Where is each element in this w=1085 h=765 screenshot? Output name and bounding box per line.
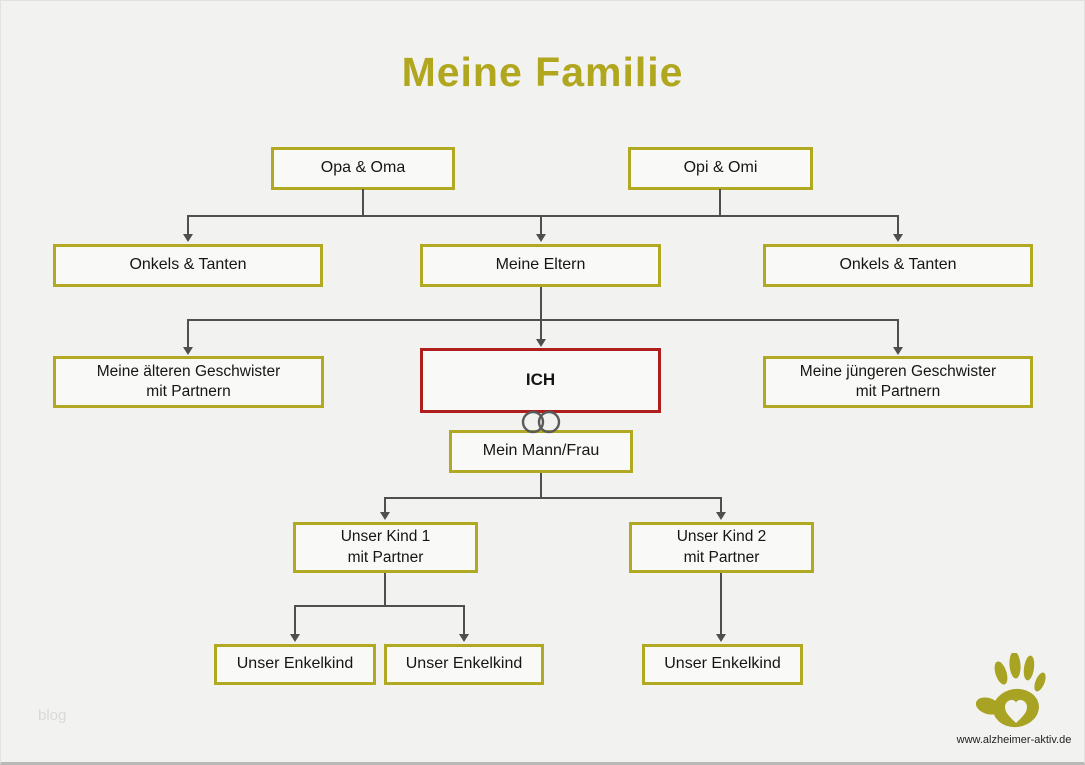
arrow-down-icon bbox=[893, 347, 903, 355]
connector bbox=[362, 189, 364, 217]
blog-watermark: blog bbox=[38, 707, 67, 724]
website-url: www.alzheimer-aktiv.de bbox=[956, 734, 1072, 746]
arrow-down-icon bbox=[380, 512, 390, 520]
node-opa-oma: Opa & Oma bbox=[271, 147, 455, 190]
page-title: Meine Familie bbox=[401, 49, 684, 95]
node-juengere-geschwister: Meine jüngeren Geschwister mit Partnern bbox=[763, 356, 1033, 408]
arrow-down-icon bbox=[290, 634, 300, 642]
arrow-down-icon bbox=[716, 512, 726, 520]
connector bbox=[540, 287, 542, 339]
connector bbox=[463, 607, 465, 634]
connector bbox=[294, 607, 296, 634]
connector bbox=[719, 189, 721, 217]
arrow-down-icon bbox=[459, 634, 469, 642]
connector bbox=[384, 573, 386, 607]
node-mann-frau: Mein Mann/Frau bbox=[449, 430, 633, 473]
node-opi-omi: Opi & Omi bbox=[628, 147, 813, 190]
node-enkelkind3: Unser Enkelkind bbox=[642, 644, 803, 685]
node-ich: ICH bbox=[420, 348, 661, 413]
connector bbox=[540, 217, 542, 234]
connector bbox=[540, 473, 542, 499]
wedding-rings-icon bbox=[521, 410, 561, 434]
arrow-down-icon bbox=[183, 347, 193, 355]
node-meine-eltern: Meine Eltern bbox=[420, 244, 661, 287]
connector bbox=[187, 217, 189, 234]
connector bbox=[897, 217, 899, 234]
connector bbox=[384, 497, 722, 499]
connector bbox=[384, 499, 386, 512]
connector bbox=[187, 215, 899, 217]
connector bbox=[720, 573, 722, 634]
node-kind2: Unser Kind 2 mit Partner bbox=[629, 522, 814, 573]
arrow-down-icon bbox=[536, 234, 546, 242]
node-enkelkind1: Unser Enkelkind bbox=[214, 644, 376, 685]
connector bbox=[294, 605, 465, 607]
arrow-down-icon bbox=[536, 339, 546, 347]
connector bbox=[720, 499, 722, 512]
connector bbox=[187, 319, 899, 321]
node-onkels-tanten-left: Onkels & Tanten bbox=[53, 244, 323, 287]
node-kind1: Unser Kind 1 mit Partner bbox=[293, 522, 478, 573]
node-enkelkind2: Unser Enkelkind bbox=[384, 644, 544, 685]
arrow-down-icon bbox=[893, 234, 903, 242]
arrow-down-icon bbox=[716, 634, 726, 642]
connector bbox=[187, 321, 189, 347]
node-aeltere-geschwister: Meine älteren Geschwister mit Partnern bbox=[53, 356, 324, 408]
arrow-down-icon bbox=[183, 234, 193, 242]
node-onkels-tanten-right: Onkels & Tanten bbox=[763, 244, 1033, 287]
handprint-logo-icon bbox=[976, 653, 1046, 728]
connector bbox=[897, 321, 899, 347]
